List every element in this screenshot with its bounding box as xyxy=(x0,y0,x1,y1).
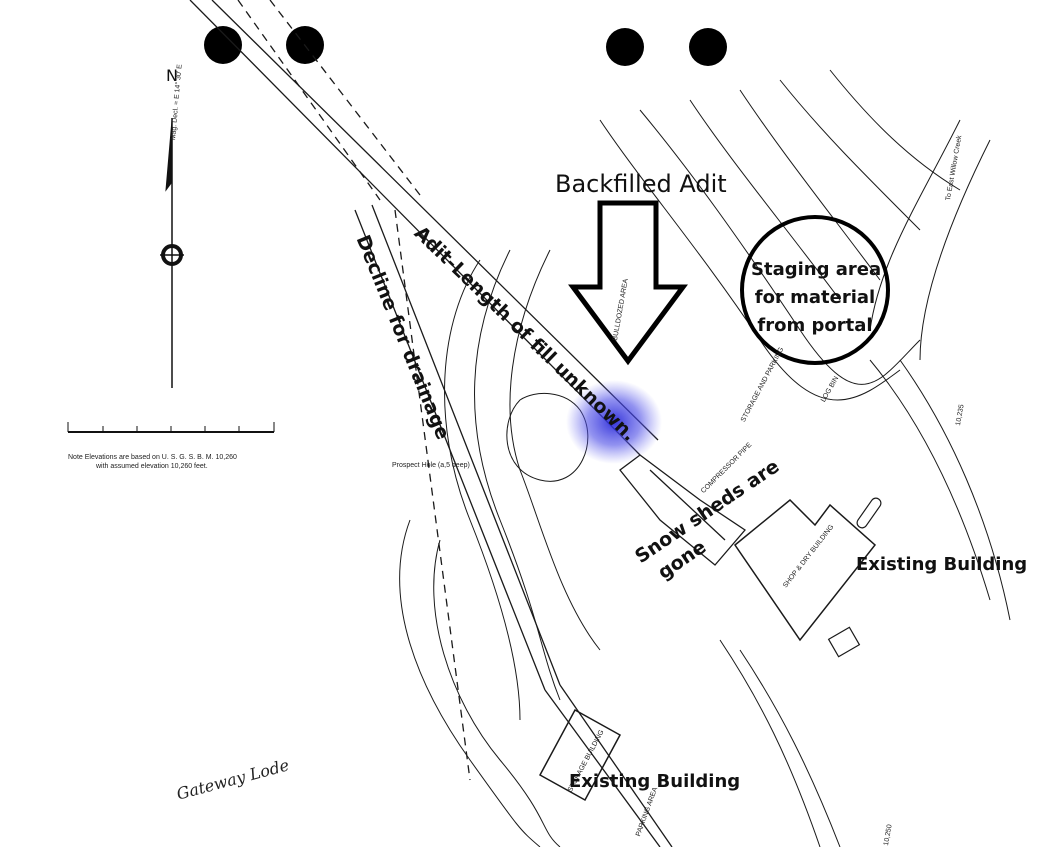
staging-area-line-2: for material xyxy=(754,287,876,308)
shop-dry-building xyxy=(733,498,877,642)
storage-building xyxy=(538,708,622,802)
contour-lines xyxy=(399,69,1011,847)
existing-building-label-2: Existing Building xyxy=(569,771,741,792)
north-arrow-icon xyxy=(160,118,184,388)
backfilled-adit-label: Backfilled Adit xyxy=(555,170,727,198)
portal-structure xyxy=(619,454,746,566)
elevation-note-2: with assumed elevation 10,260 feet. xyxy=(96,463,208,470)
staging-area-line-1: Staging area xyxy=(751,259,882,280)
down-arrow-icon xyxy=(568,200,688,366)
staging-area-label: Staging area for material from portal xyxy=(751,256,882,340)
existing-building-label-1: Existing Building xyxy=(856,554,1028,575)
marker-dot xyxy=(689,28,727,66)
elevation-note: Note Elevations are based on U. S. G. S.… xyxy=(68,454,237,461)
north-label: N xyxy=(166,66,178,85)
scale-bar xyxy=(67,422,275,433)
marker-dot xyxy=(606,28,644,66)
marker-dots xyxy=(204,26,727,66)
staging-area-circle xyxy=(740,215,890,365)
prospect-hole-label: Prospect Hole (a,5 deep) xyxy=(392,462,470,469)
portal-highlight xyxy=(566,380,662,464)
staging-area-line-3: from portal xyxy=(757,315,873,336)
adit-corridor xyxy=(189,0,659,456)
marker-dot xyxy=(204,26,242,64)
tank-structure xyxy=(827,497,882,658)
